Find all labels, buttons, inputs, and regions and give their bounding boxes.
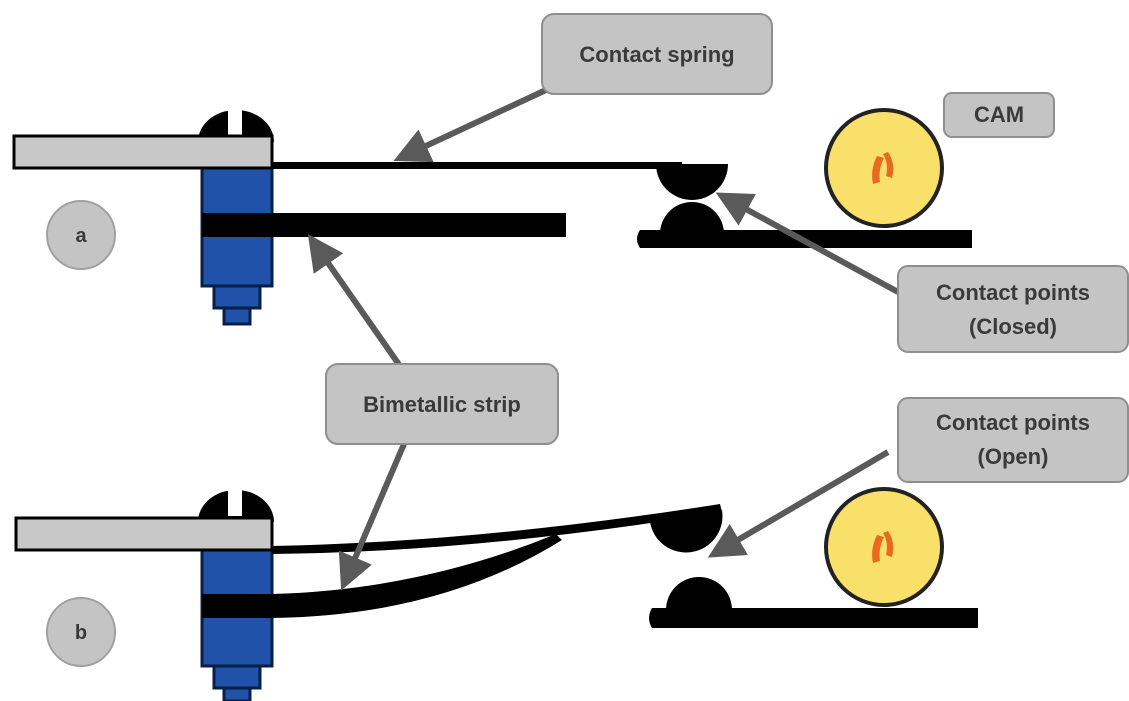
label-contact-points-closed: Contact points (Closed) xyxy=(897,265,1129,353)
bimetallic-strip-a xyxy=(202,213,566,237)
cam-mark-right-a xyxy=(883,152,894,178)
upper-contact-point-b xyxy=(650,510,723,553)
cam-mark-right-b xyxy=(883,531,894,557)
lower-contact-point-a xyxy=(660,202,724,234)
bimetallic-strip-b xyxy=(202,534,562,618)
screw-nut-b xyxy=(212,664,262,690)
screw-tip-b xyxy=(222,686,252,701)
panel-a-badge xyxy=(46,200,116,270)
screw-slot-b xyxy=(228,488,242,516)
cam-mark-left-b xyxy=(872,535,884,563)
label-contact-points-closed-line1: Contact points xyxy=(936,280,1090,305)
label-cam: CAM xyxy=(943,92,1055,138)
label-box-bimetallic-strip xyxy=(325,363,559,445)
label-box-contact-points-closed xyxy=(897,265,1129,353)
bracket-a xyxy=(12,134,274,170)
arrow-contact-points-open xyxy=(707,449,890,558)
lower-contact-point-b xyxy=(666,577,732,610)
panel-b: b xyxy=(14,487,978,701)
label-contact-spring: Contact spring xyxy=(541,13,773,95)
label-box-contact-spring xyxy=(541,13,773,95)
arrow-bimetallic-strip-b xyxy=(338,442,407,591)
screw-nut-a xyxy=(212,284,262,310)
contact-spring-b xyxy=(272,504,722,554)
label-contact-points-open: Contact points (Open) xyxy=(897,397,1129,483)
label-contact-spring-text: Contact spring xyxy=(579,42,734,67)
cam-b xyxy=(824,487,944,607)
label-box-contact-points-open xyxy=(897,397,1129,483)
panel-b-badge xyxy=(46,597,116,667)
label-box-cam xyxy=(943,92,1055,138)
screw-slot-a xyxy=(228,108,242,136)
upper-contact-point-a xyxy=(656,164,728,200)
label-bimetallic-strip-text: Bimetallic strip xyxy=(363,392,521,417)
label-contact-points-open-line2: (Open) xyxy=(978,444,1049,469)
cam-mark-left-a xyxy=(872,156,884,184)
cam-follower-arm-b xyxy=(649,608,978,628)
arrow-contact-points-closed xyxy=(715,192,900,295)
arrow-bimetallic-strip-a xyxy=(307,234,403,368)
contact-spring-a xyxy=(272,162,682,169)
panel-a-badge-text: a xyxy=(75,225,87,247)
label-contact-points-open-line1: Contact points xyxy=(936,410,1090,435)
label-bimetallic-strip: Bimetallic strip xyxy=(325,363,559,445)
cam-a xyxy=(824,108,944,228)
label-cam-text: CAM xyxy=(974,102,1024,127)
label-contact-points-closed-line2: (Closed) xyxy=(969,314,1057,339)
panel-a: a xyxy=(12,108,972,326)
arrow-contact-spring xyxy=(393,87,548,163)
bracket-b xyxy=(14,516,274,552)
screw-tip-a xyxy=(222,306,252,326)
panel-b-badge-text: b xyxy=(75,622,87,644)
callout-arrows xyxy=(307,87,900,591)
